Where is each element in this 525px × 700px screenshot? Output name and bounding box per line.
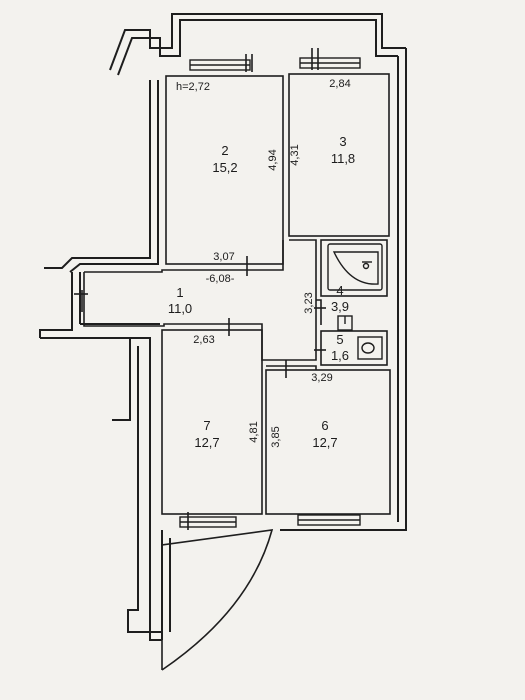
- room-5-area: 1,6: [331, 348, 349, 363]
- room-outline-2: [165, 75, 284, 265]
- room-4-number: 4: [336, 283, 343, 298]
- dim-bath-height: 3,23: [303, 292, 315, 313]
- dim-room2-width: 3,07: [213, 251, 234, 263]
- room-7-area: 12,7: [194, 435, 219, 450]
- room-5-number: 5: [336, 332, 343, 347]
- dim-room6-width: 3,29: [311, 372, 332, 384]
- room-outline-4: [320, 239, 388, 297]
- room-outline-3: [288, 73, 390, 237]
- dim-room3-height: 4,31: [289, 144, 301, 165]
- balcony-outline: [161, 529, 274, 671]
- room-6-area: 12,7: [312, 435, 337, 450]
- room-3-area: 11,8: [331, 151, 355, 166]
- room-4-area: 3,9: [331, 299, 349, 314]
- room-1-number: 1: [176, 285, 183, 300]
- dim-room7-height: 4,81: [248, 421, 260, 442]
- dim-hall-length: -6,08-: [206, 273, 235, 285]
- room-2-number: 2: [221, 143, 228, 158]
- windows: [179, 57, 361, 528]
- toilet-icon: [357, 336, 383, 360]
- bathtub-icon: [327, 243, 383, 291]
- dim-room6-height: 3,85: [270, 426, 282, 447]
- door-marks: [74, 48, 326, 530]
- room-outline-6: [265, 369, 391, 515]
- sink-icon: [337, 315, 353, 331]
- dim-room7-width: 2,63: [193, 334, 214, 346]
- outer-walls: [39, 13, 407, 641]
- ceiling-height-label: h=2,72: [176, 81, 210, 93]
- dimension-labels: 4,94 3,07 4,31 2,84 -6,08- 3,23 3,29 3,8…: [193, 78, 350, 448]
- room-6-number: 6: [321, 418, 328, 433]
- dim-room2-height: 4,94: [267, 149, 279, 170]
- room-labels: h=2,72 2 15,2 3 11,8 1 11,0 4 3,9 5 1,6 …: [168, 81, 355, 450]
- room-3-number: 3: [339, 134, 346, 149]
- dim-room3-width: 2,84: [329, 78, 350, 90]
- room-outlines: [83, 73, 391, 515]
- room-7-number: 7: [203, 418, 210, 433]
- room-outline-5: [320, 330, 388, 366]
- room-2-area: 15,2: [212, 160, 237, 175]
- room-outline-7: [161, 329, 263, 515]
- room-1-area: 11,0: [168, 301, 192, 316]
